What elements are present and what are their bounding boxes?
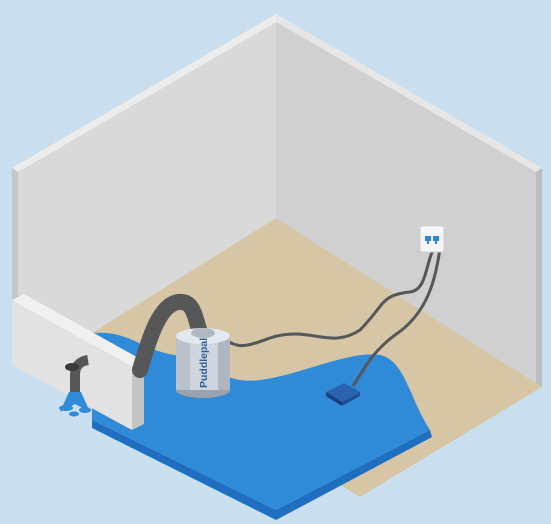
pump-brand-label: Puddlepal [198,338,210,388]
submersible-pump: Puddlepal [176,328,230,398]
left-wall-edge [12,168,18,300]
wall-outlet [420,226,444,252]
pipe-opening [65,363,79,371]
